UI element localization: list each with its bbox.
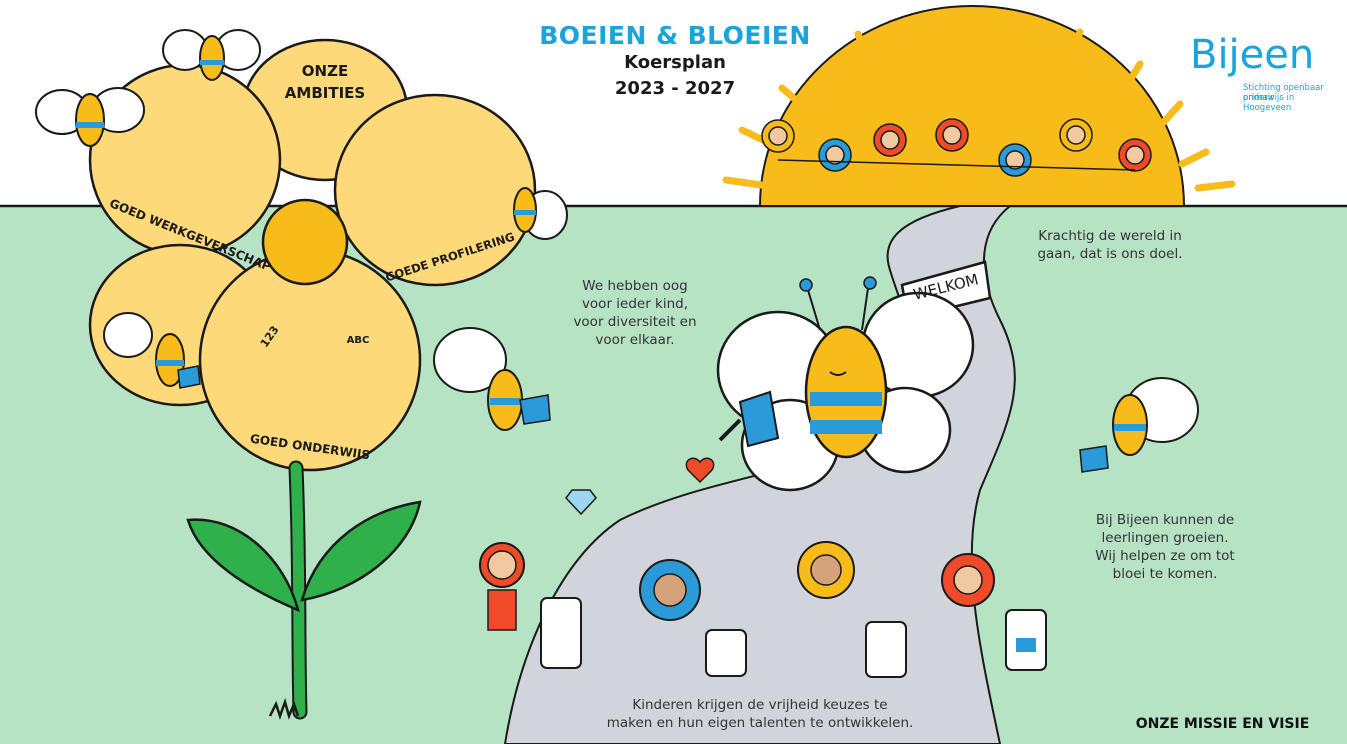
eye-line-2: voor ieder kind, — [581, 296, 689, 312]
diamond-icon — [565, 489, 597, 516]
children-holding-hands — [761, 118, 1152, 177]
sun-illustration — [722, 5, 1236, 207]
kids-with-backpacks — [479, 541, 1047, 678]
page-title: BOEIEN & BLOEIEN — [539, 21, 811, 50]
bee-right-watering — [1079, 377, 1199, 473]
petal-label-abc: ABC — [346, 335, 370, 346]
grow-line-1: Bij Bijeen kunnen de — [1095, 512, 1235, 528]
logo-tagline-1: Stichting openbaar primair — [1243, 83, 1324, 103]
page-subtitle: Koersplan — [624, 52, 726, 73]
goal-line-2: gaan, dat is ons doel. — [1037, 246, 1183, 262]
grow-line-4: bloei te komen. — [1112, 566, 1218, 582]
freedom-line-1: Kinderen krijgen de vrijheid keuzes te — [632, 697, 888, 713]
flower-stem — [186, 460, 422, 720]
goal-line-1: Krachtig de wereld in — [1038, 228, 1182, 244]
heart-icon — [685, 457, 715, 484]
bee-center-left-watering — [433, 327, 551, 431]
eye-line-3: voor diversiteit en — [573, 314, 697, 330]
eye-line-4: voor elkaar. — [595, 332, 675, 348]
ambitions-label-1: ONZE — [301, 62, 349, 80]
freedom-line-2: maken en hun eigen talenten te ontwikkel… — [606, 715, 914, 731]
bijeen-logo: Bijeen — [1190, 32, 1315, 78]
bee-with-flowers — [162, 29, 261, 81]
grow-line-3: Wij helpen ze om tot — [1095, 548, 1235, 564]
big-bee-watering-can — [716, 276, 975, 492]
page-years: 2023 - 2027 — [614, 78, 736, 99]
bee-top-left — [35, 87, 145, 147]
grow-line-2: leerlingen groeien. — [1101, 530, 1229, 546]
ambitions-label-2: AMBITIES — [284, 84, 366, 102]
logo-tagline-2: onderwijs in Hoogeveen — [1243, 93, 1295, 113]
bee-right-of-flower — [513, 187, 568, 240]
bee-left-watering — [103, 312, 201, 389]
eye-line-1: We hebben oog — [582, 278, 688, 294]
footer-label: ONZE MISSIE EN VISIE — [1135, 716, 1310, 732]
